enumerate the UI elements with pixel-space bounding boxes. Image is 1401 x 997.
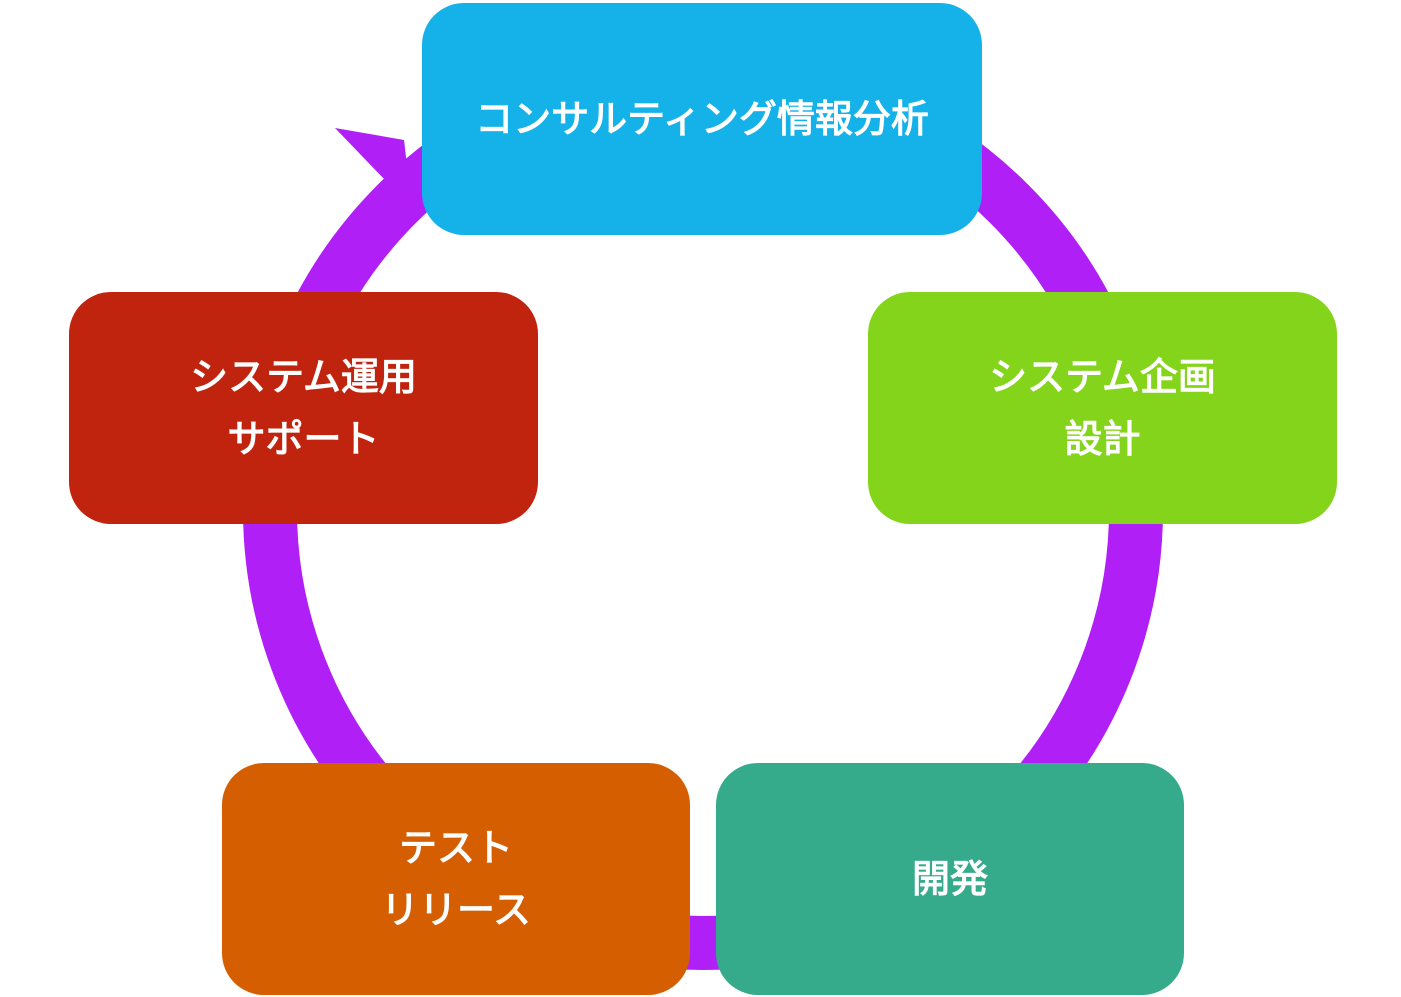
stage-development: 開発 — [716, 763, 1184, 995]
stage-consulting-analysis: コンサルティング情報分析 — [422, 3, 982, 235]
stage-operation-support: システム運用 サポート — [69, 292, 538, 524]
stage-label-line: コンサルティング情報分析 — [475, 97, 929, 141]
stage-label-line: サポート — [227, 417, 380, 461]
stage-label-line: 開発 — [911, 857, 988, 901]
stage-label-line: リリース — [380, 888, 532, 932]
stage-label-line: システム企画 — [989, 355, 1216, 399]
stage-system-planning-design: システム企画 設計 — [868, 292, 1337, 524]
stage-label-line: システム運用 — [190, 355, 417, 399]
cycle-arrowhead-icon — [335, 128, 412, 208]
stage-label-line: 設計 — [1064, 417, 1141, 461]
stage-label-line: テスト — [398, 826, 513, 870]
stage-test-release: テスト リリース — [222, 763, 690, 995]
